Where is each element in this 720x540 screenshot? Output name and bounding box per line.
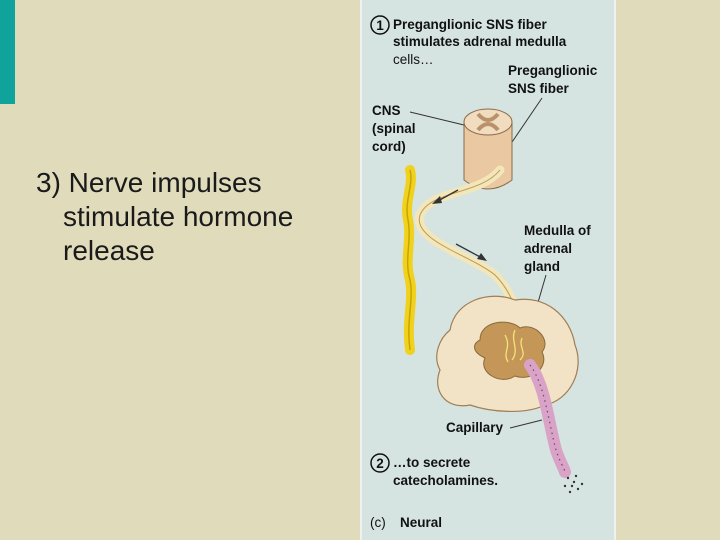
cns-label-line-1: CNS — [372, 103, 401, 118]
adrenal-gland — [437, 296, 578, 411]
step-1-line-1: Preganglionic SNS fiber — [393, 17, 548, 32]
medulla-label-line-3: gland — [524, 259, 560, 274]
bullet-line-3: release — [36, 234, 356, 268]
step-2-number: 2 — [376, 456, 384, 471]
step-1-number: 1 — [376, 18, 384, 33]
step-1-line-3: cells… — [393, 52, 434, 67]
neural-control-diagram: 1 Preganglionic SNS fiber stimulates adr… — [360, 0, 612, 540]
accent-bar — [0, 0, 15, 104]
capillary-label: Capillary — [446, 420, 504, 435]
medulla-label-line-2: adrenal — [524, 241, 572, 256]
slide-bullet-text: 3) Nerve impulses stimulate hormone rele… — [36, 166, 356, 268]
caption-prefix: (c) — [370, 515, 386, 530]
step-1-line-2: stimulates adrenal medulla — [393, 34, 567, 49]
cns-label-line-3: cord) — [372, 139, 406, 154]
capillary-leader-line — [510, 420, 542, 428]
cns-label-line-2: (spinal — [372, 121, 416, 136]
bullet-line-2: stimulate hormone — [36, 200, 356, 234]
caption-neural: Neural — [400, 515, 442, 530]
bullet-line-1: 3) Nerve impulses — [36, 167, 262, 198]
preganglionic-leader-line — [508, 98, 542, 148]
medulla-label-line-1: Medulla of — [524, 223, 591, 238]
cns-leader-line — [410, 112, 464, 125]
preganglionic-label-line-1: Preganglionic — [508, 63, 598, 78]
preganglionic-label-line-2: SNS fiber — [508, 81, 570, 96]
step-2-line-2: catecholamines. — [393, 473, 498, 488]
step-2-line-1: …to secrete — [393, 455, 471, 470]
